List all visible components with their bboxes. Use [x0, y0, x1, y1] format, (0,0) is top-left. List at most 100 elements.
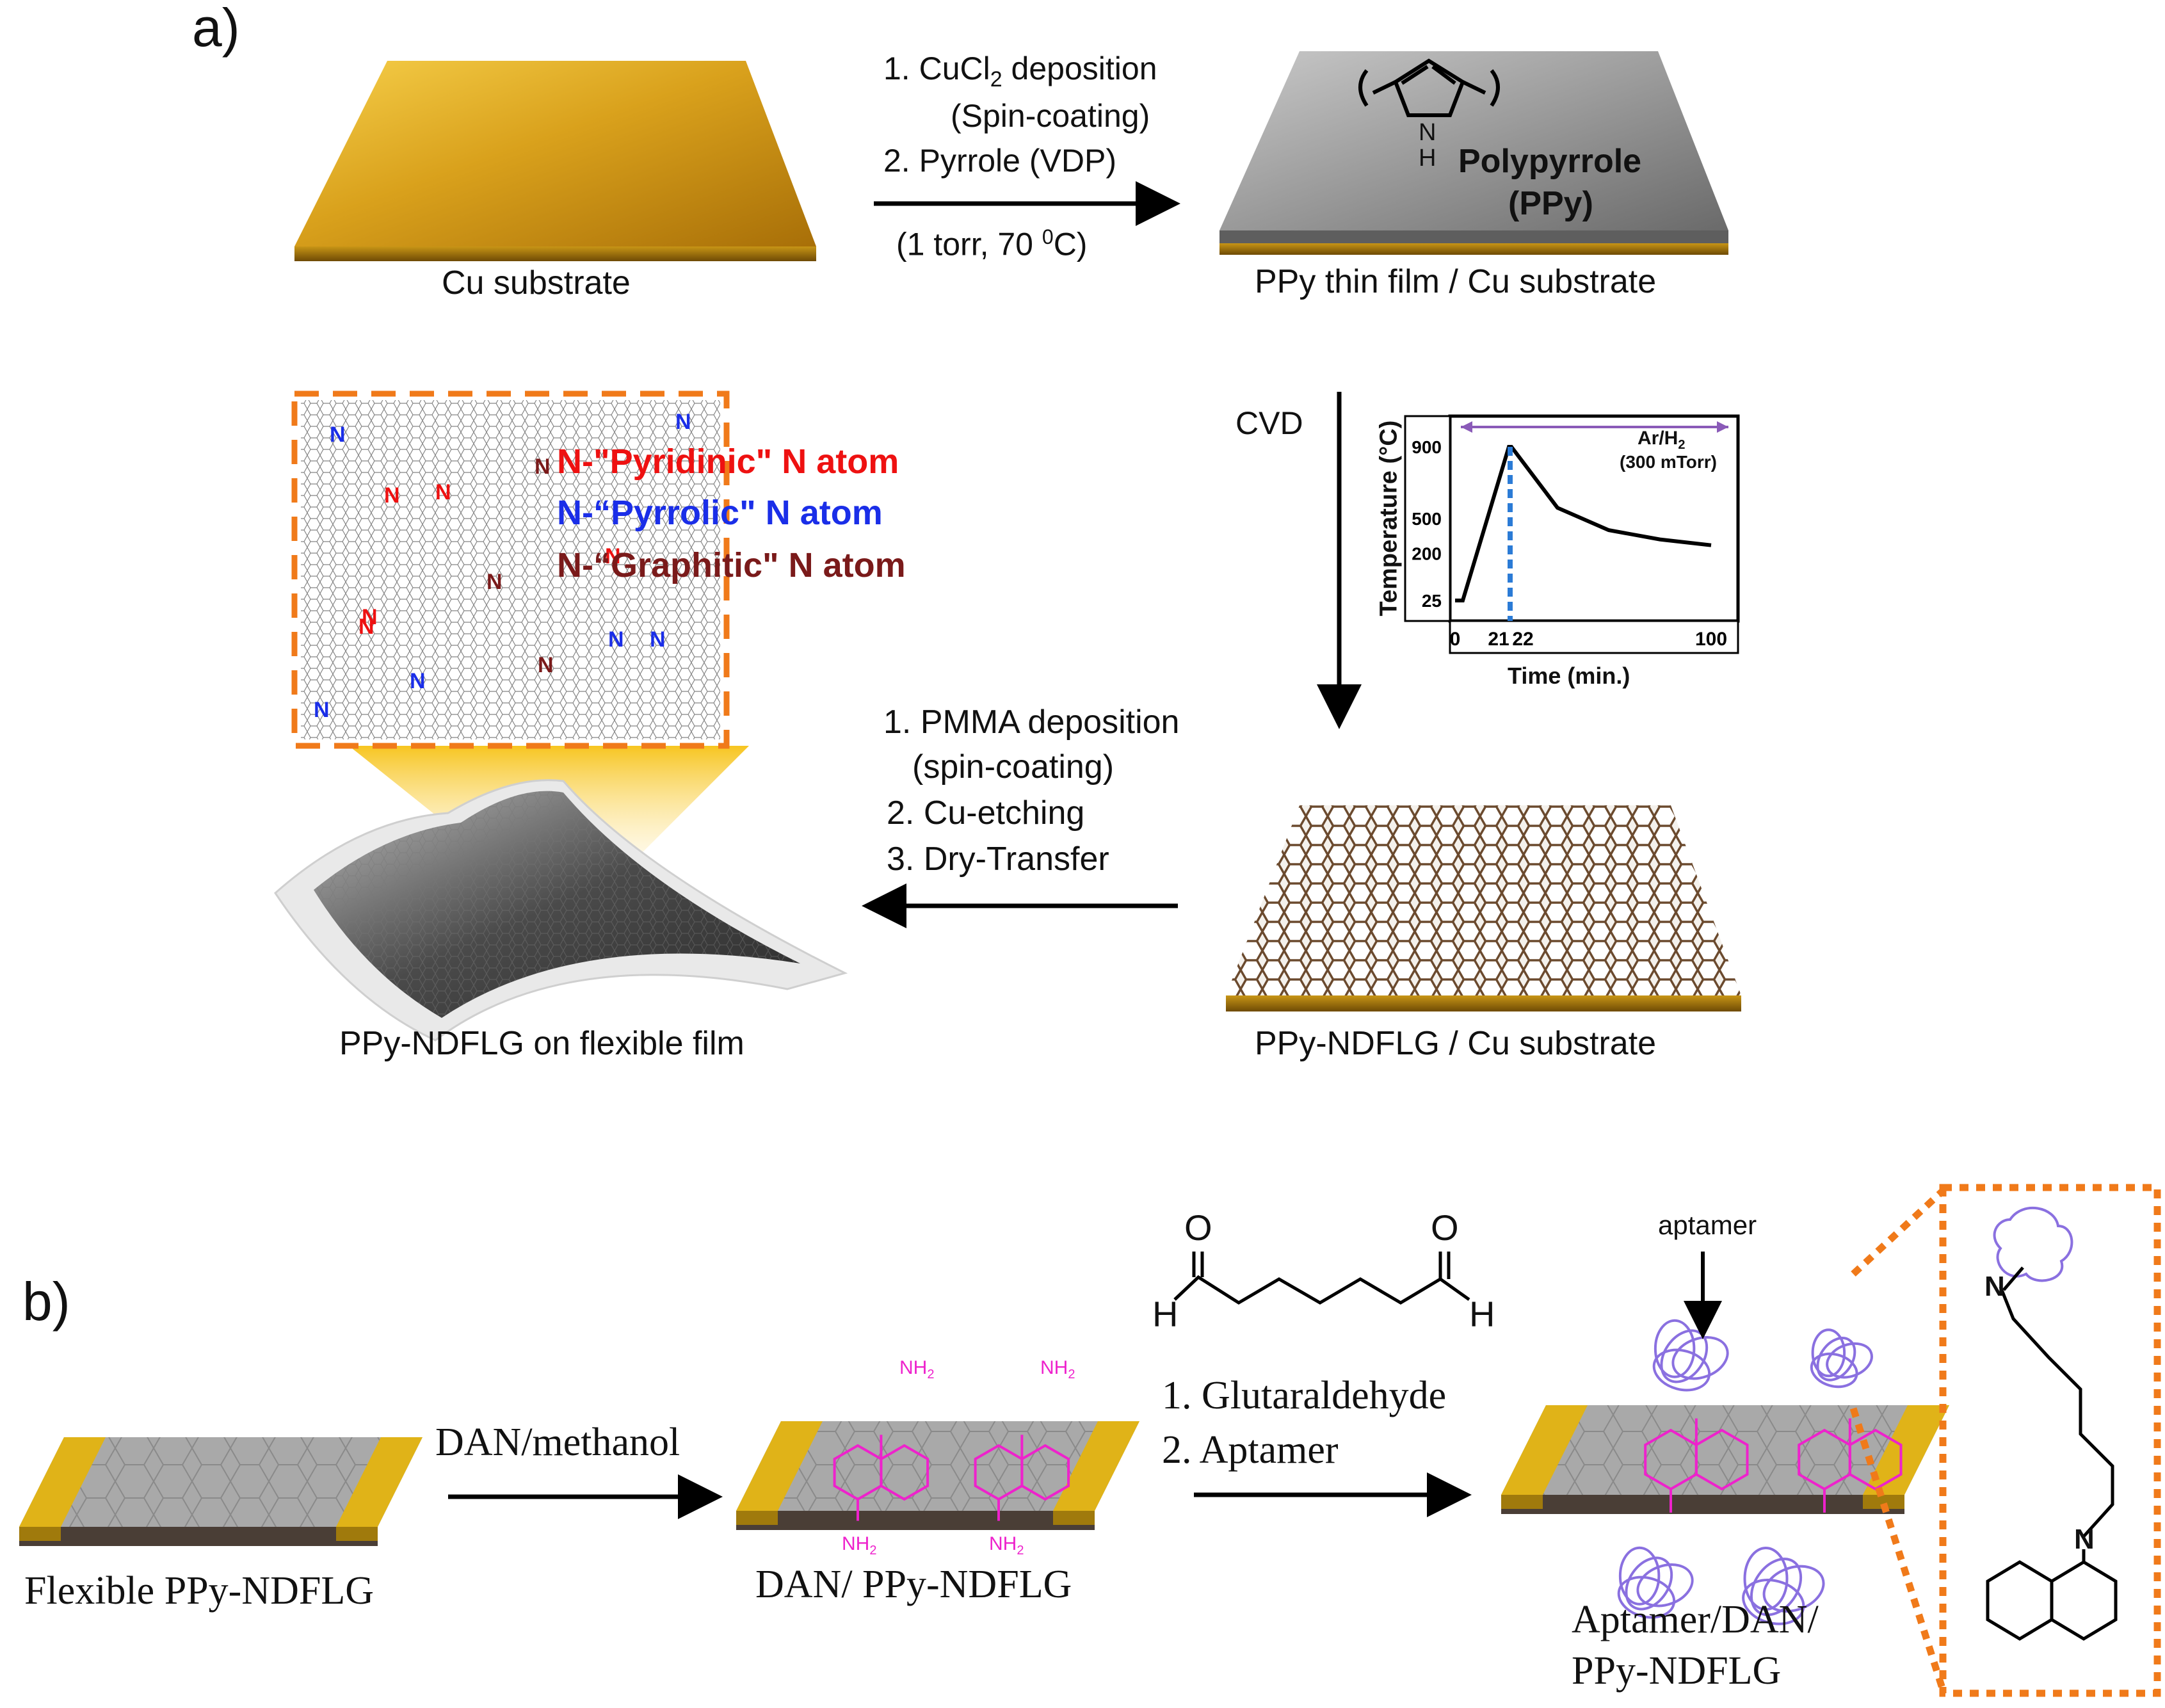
n-atom-pyrrolic: N — [410, 669, 426, 693]
cu-substrate-plate — [294, 61, 816, 261]
condition-end: C) — [1053, 226, 1088, 262]
temperature-series-line — [1455, 445, 1712, 602]
ndflg-cu-label: PPy-NDFLG / Cu substrate — [1255, 1025, 1657, 1062]
y-tick-label: 200 — [1412, 544, 1442, 563]
transfer-step-2: 2. Cu-etching — [887, 794, 1085, 832]
chart-xlabel: Time (min.) — [1508, 663, 1630, 689]
arrow2-label-2: 2. Aptamer — [1162, 1428, 1339, 1472]
nh2-text: NH — [989, 1533, 1017, 1554]
n-atom-pyrrolic: N — [314, 698, 330, 722]
device1-label: Flexible PPy-NDFLG — [24, 1569, 374, 1613]
n-atom-graphitic: N — [487, 570, 503, 594]
n-atom-pyridinic: N — [384, 483, 400, 508]
glut-o-right: O — [1431, 1207, 1459, 1248]
flexible-film — [274, 746, 848, 1042]
nh2-text: NH — [842, 1533, 870, 1554]
glut-o-left: O — [1184, 1207, 1212, 1248]
deposition-step-1b: (Spin-coating) — [951, 98, 1150, 134]
cu-substrate-label: Cu substrate — [442, 264, 631, 302]
aptamer-blob — [1617, 1546, 1694, 1619]
n-atom-graphitic: N — [535, 455, 551, 479]
deposition-condition: (1 torr, 70 0C) — [896, 225, 1087, 263]
x-tick-label: 21 — [1488, 629, 1509, 650]
condition-sup: 0 — [1042, 225, 1054, 248]
gas-text: Ar/H — [1638, 428, 1678, 449]
dan-molecule — [974, 1435, 1070, 1521]
chart-ylabel: Temperature (°C) — [1375, 420, 1403, 616]
pyrrole-n-label: N — [1419, 119, 1437, 146]
dan-molecule — [1644, 1418, 1749, 1513]
transfer-step-1: 1. PMMA deposition — [883, 704, 1180, 741]
nh2-text: NH — [899, 1357, 928, 1378]
transfer-step-3: 3. Dry-Transfer — [887, 841, 1109, 878]
legend-graphitic: N-“Graphitic" N atom — [557, 546, 906, 584]
legend-pyridinic: N-"Pyridinic" N atom — [557, 442, 899, 481]
n-atom-pyridinic: N — [435, 480, 451, 504]
x-tick-label: 0 — [1450, 629, 1461, 650]
glut-h-left: H — [1152, 1294, 1179, 1334]
ndflg-structure-inset — [291, 391, 730, 749]
aptamer-pointer-label: aptamer — [1658, 1210, 1757, 1240]
ppy-film-plate — [1219, 51, 1728, 255]
n-atom-pyridinic: N — [605, 544, 621, 568]
chart-gas-annotation: Ar/H2 — [1638, 428, 1685, 453]
inset-n-bottom: N — [2074, 1524, 2095, 1555]
arrow2-label-1: 1. Glutaraldehyde — [1162, 1374, 1447, 1417]
panel-b-label: b) — [22, 1271, 70, 1332]
aptamer-blob — [1652, 1319, 1729, 1392]
step1-text-end: deposition — [1002, 51, 1157, 86]
n-atom-pyridinic: N — [358, 615, 374, 639]
panel-a-label: a) — [192, 0, 240, 58]
n-atom-pyrrolic: N — [650, 627, 666, 652]
condition-text: (1 torr, 70 — [896, 226, 1042, 262]
y-tick-label: 25 — [1422, 591, 1442, 611]
pyrrole-structure-icon — [1358, 58, 1500, 117]
n-atom-pyridinic: N — [362, 605, 378, 629]
n-atom-pyrrolic: N — [675, 410, 691, 434]
aptamer-blob — [1810, 1328, 1873, 1389]
nh2-label-2: NH2 — [1040, 1357, 1075, 1382]
y-tick-label: 500 — [1412, 509, 1442, 529]
n-atom-pyrrolic: N — [330, 423, 346, 447]
ndflg-cu-plate — [1226, 805, 1741, 1011]
cvd-label: CVD — [1235, 405, 1303, 441]
deposition-step-1: 1. CuCl2 deposition — [883, 50, 1157, 92]
chart-pressure-annotation: (300 mTorr) — [1620, 452, 1717, 472]
nh2-label-4: NH2 — [989, 1533, 1024, 1558]
device3-label-2: PPy-NDFLG — [1572, 1649, 1782, 1693]
dan-molecule — [833, 1435, 930, 1521]
x-tick-label: 22 — [1512, 629, 1533, 650]
aptamer-blob — [1742, 1547, 1825, 1625]
device2-label: DAN/ PPy-NDFLG — [755, 1563, 1072, 1606]
flexible-film-label: PPy-NDFLG on flexible film — [339, 1025, 744, 1062]
nh2-sub: 2 — [1017, 1543, 1024, 1558]
gas-sub: 2 — [1678, 438, 1686, 452]
arrow1-label: DAN/methanol — [435, 1421, 680, 1464]
deposition-step-2: 2. Pyrrole (VDP) — [883, 143, 1116, 179]
nh2-sub: 2 — [869, 1543, 877, 1558]
glut-h-right: H — [1469, 1294, 1495, 1334]
nh2-label-3: NH2 — [842, 1533, 876, 1558]
nh2-sub: 2 — [1068, 1367, 1075, 1382]
step1-text: 1. CuCl — [883, 51, 990, 86]
n-atom-pyrrolic: N — [608, 627, 624, 652]
device-flexible-ppy-ndflg — [19, 1437, 423, 1546]
device-aptamer-dan-ppy-ndflg — [1501, 1405, 1949, 1514]
pyrrole-h-label: H — [1419, 145, 1437, 172]
inset-n-top: N — [1984, 1271, 2005, 1302]
x-tick-label: 100 — [1695, 629, 1727, 650]
transfer-step-1b: (spin-coating) — [912, 748, 1115, 786]
nh2-text: NH — [1040, 1357, 1068, 1378]
ppy-film-label: PPy thin film / Cu substrate — [1255, 263, 1657, 300]
nh2-label-1: NH2 — [899, 1357, 934, 1382]
polypyrrole-abbr: (PPy) — [1508, 185, 1593, 222]
device3-label-1: Aptamer/DAN/ — [1572, 1598, 1819, 1641]
linker-inset-box — [1849, 1184, 2161, 1697]
device-dan-ppy-ndflg — [736, 1421, 1139, 1530]
polypyrrole-name: Polypyrrole — [1458, 143, 1642, 180]
n-atom-graphitic: N — [538, 653, 554, 677]
nh2-sub: 2 — [927, 1367, 935, 1382]
